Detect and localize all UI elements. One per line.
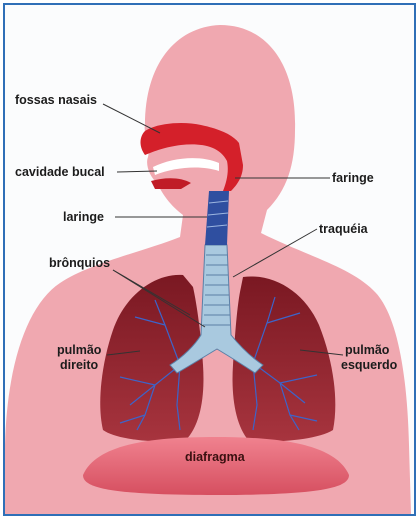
label-bronquios: brônquios — [49, 256, 110, 270]
label-pulmao-direito-1: pulmão — [57, 343, 102, 357]
label-faringe: faringe — [332, 171, 374, 185]
label-pulmao-esquerdo-2: esquerdo — [341, 358, 398, 372]
label-pulmao-esquerdo-1: pulmão — [345, 343, 390, 357]
label-diafragma: diafragma — [185, 450, 246, 464]
diagram-frame: fossas nasais cavidade bucal faringe lar… — [3, 3, 416, 516]
larynx-shape — [205, 191, 229, 245]
label-fossas-nasais: fossas nasais — [15, 93, 97, 107]
label-traqueia: traquéia — [319, 222, 369, 236]
respiratory-system-diagram: fossas nasais cavidade bucal faringe lar… — [5, 5, 414, 514]
label-pulmao-direito-2: direito — [60, 358, 99, 372]
label-cavidade-bucal: cavidade bucal — [15, 165, 105, 179]
label-laringe: laringe — [63, 210, 104, 224]
